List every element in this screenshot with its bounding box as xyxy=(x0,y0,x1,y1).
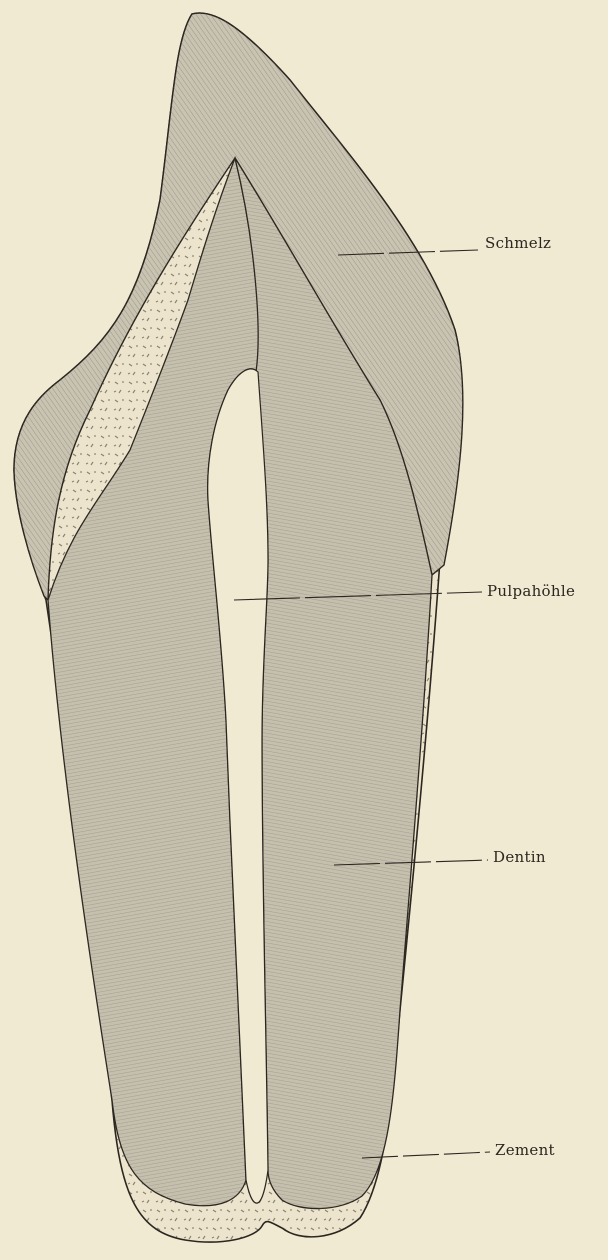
label-pulpahoehle: Pulpahöhle xyxy=(487,584,575,599)
label-dentin: Dentin xyxy=(493,850,546,865)
label-schmelz: Schmelz xyxy=(485,236,551,251)
label-zement: Zement xyxy=(495,1143,555,1158)
